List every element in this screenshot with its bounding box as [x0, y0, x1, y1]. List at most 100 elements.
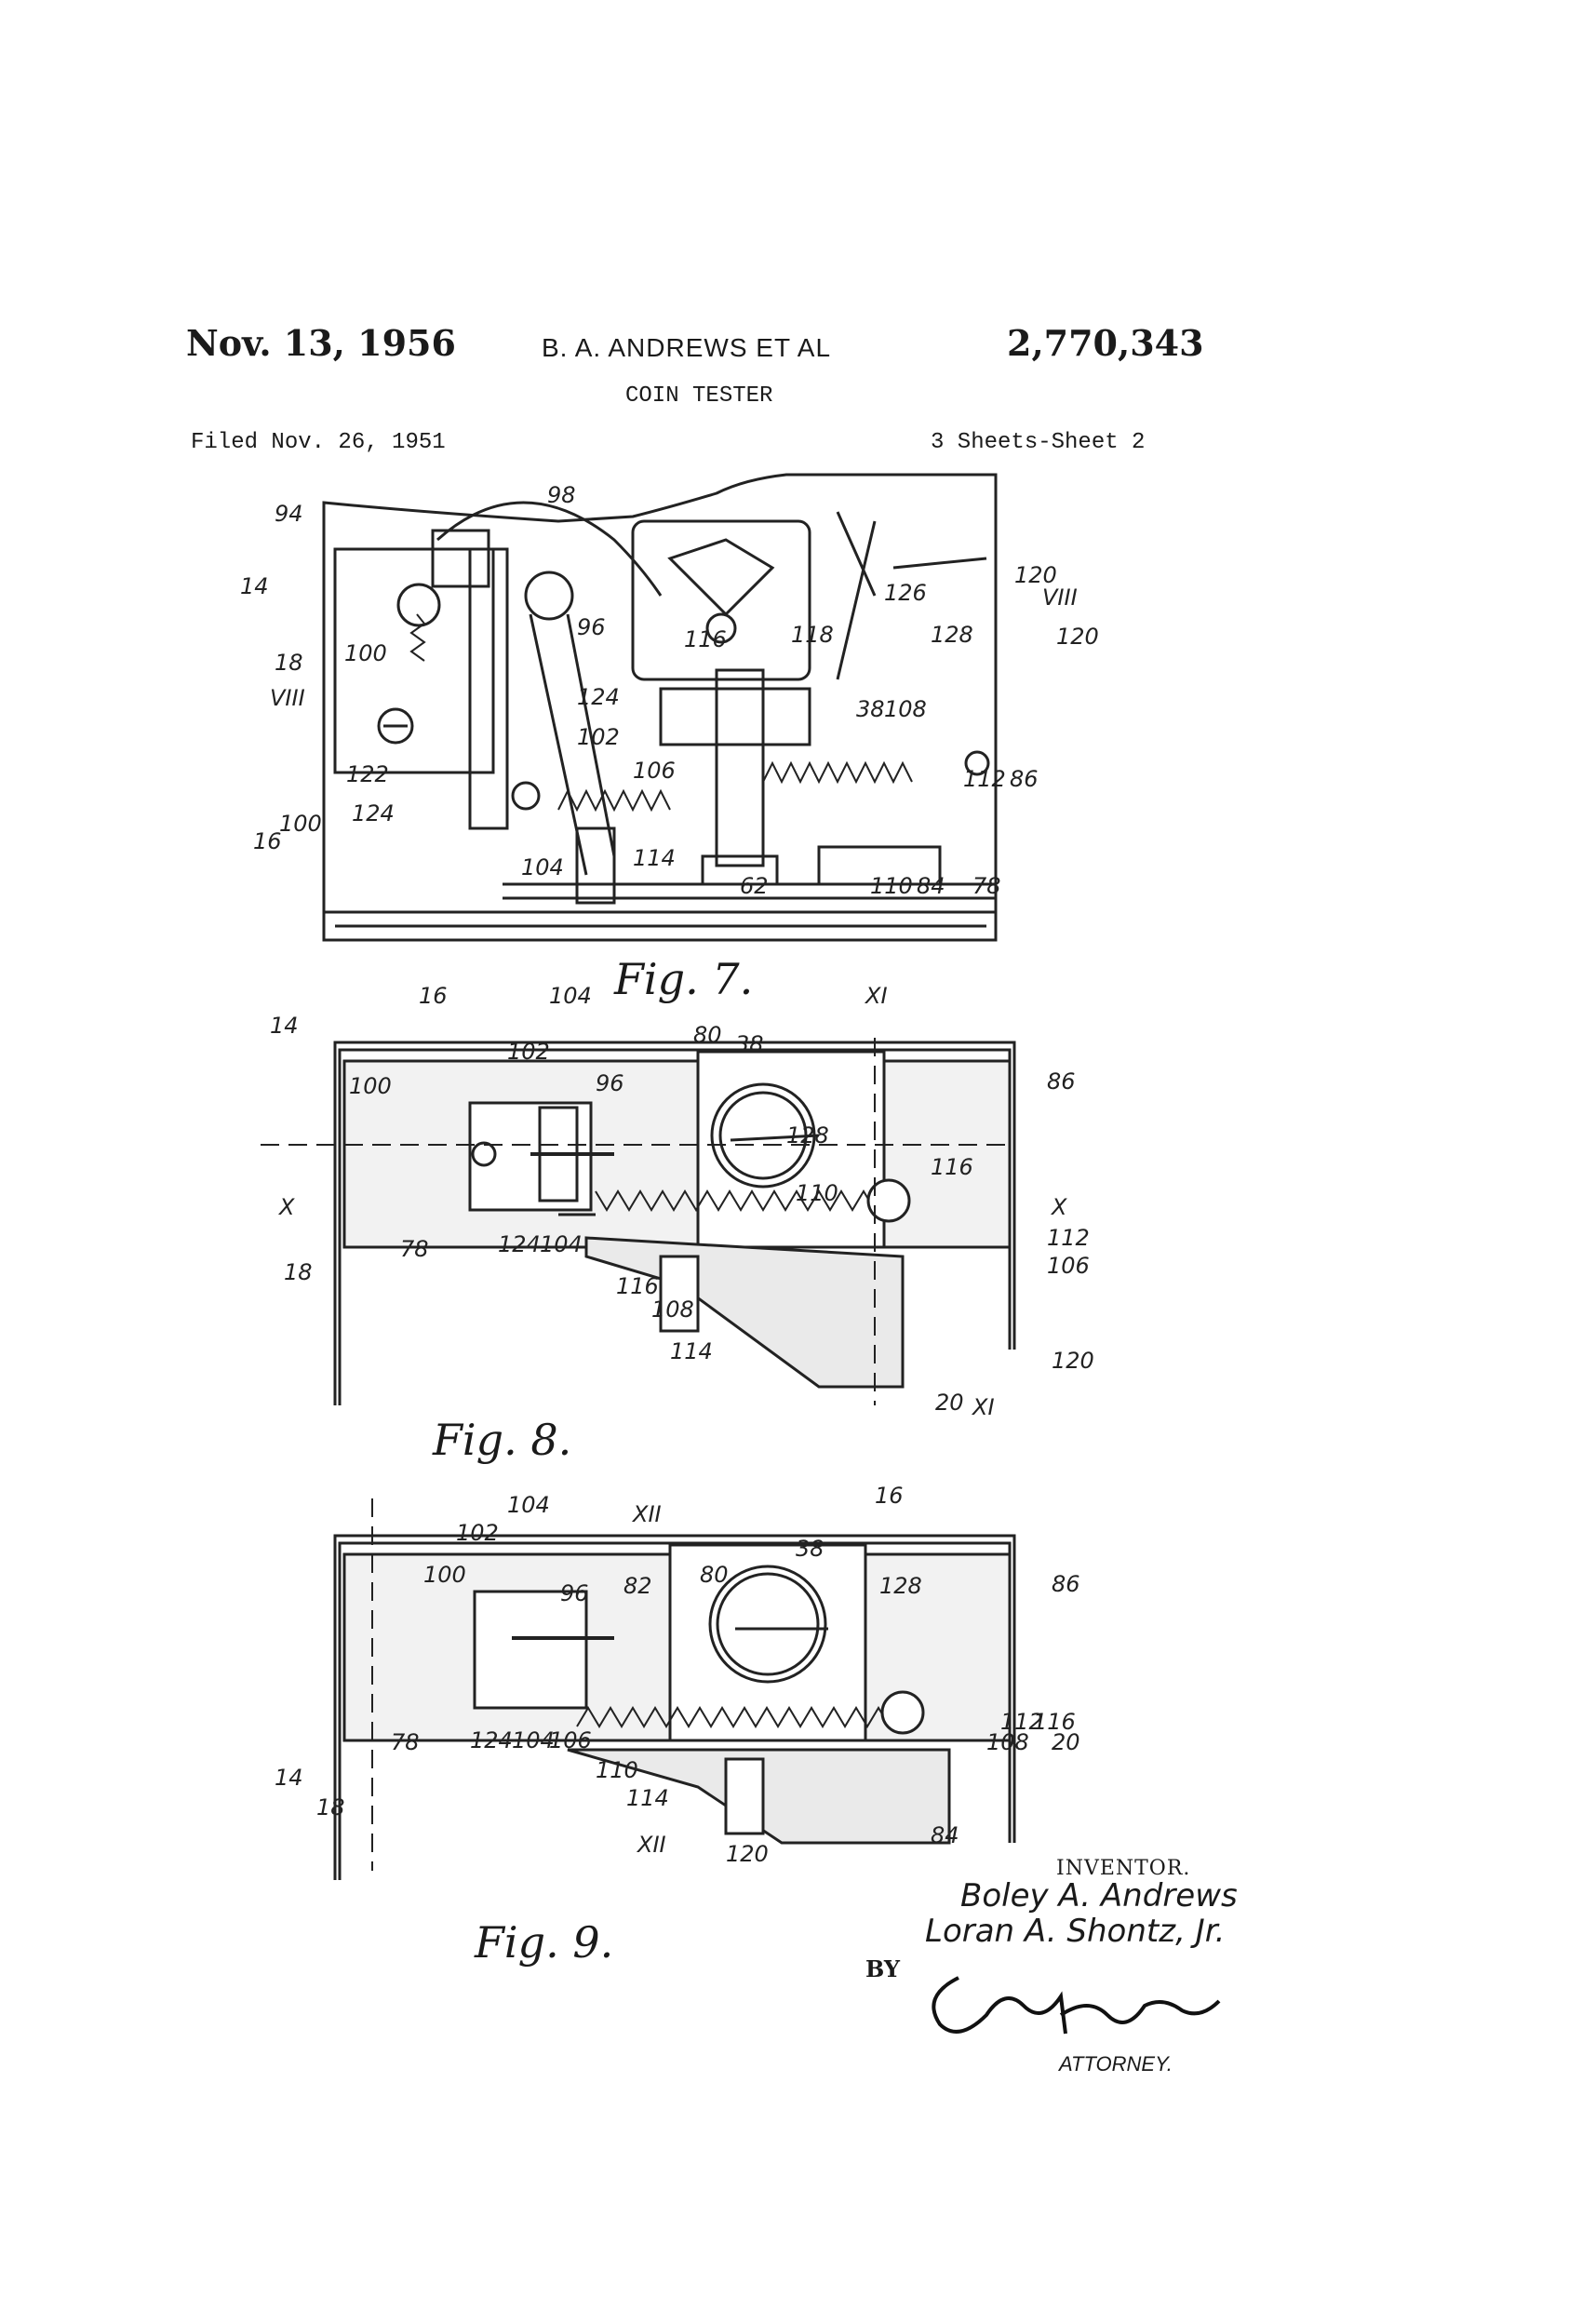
- fig9-ref-96: 96: [560, 1580, 589, 1606]
- fig7-ref-86: 86: [1010, 766, 1039, 792]
- fig8-ref-104: 104: [540, 1231, 583, 1257]
- fig7-ref-16: 16: [253, 828, 282, 854]
- inventor-name-1: Boley A. Andrews: [960, 1877, 1238, 1914]
- fig9-ref-108: 108: [986, 1729, 1029, 1755]
- patent-title: COIN TESTER: [625, 383, 773, 409]
- patent-number: 2,770,343: [1007, 322, 1204, 364]
- fig8-ref-XI: XI: [864, 983, 888, 1009]
- fig9-ref-104: 104: [507, 1492, 550, 1518]
- fig8-ref-20: 20: [935, 1390, 964, 1416]
- fig7-ref-18: 18: [275, 650, 303, 676]
- fig8-ref-104: 104: [549, 983, 592, 1009]
- fig8-ref-38: 38: [735, 1031, 764, 1057]
- fig9-ref-XII: XII: [631, 1501, 662, 1527]
- fig7-ref-VIII: VIII: [1042, 584, 1078, 611]
- fig8-ref-78: 78: [400, 1236, 429, 1262]
- fig7-ref-128: 128: [931, 622, 973, 648]
- fig7-ref-108: 108: [884, 696, 927, 722]
- fig8-ref-86: 86: [1047, 1068, 1076, 1095]
- patent-date: Nov. 13, 1956: [186, 322, 456, 364]
- fig8-ref-116: 116: [931, 1154, 973, 1180]
- fig7-ref-100: 100: [344, 640, 387, 666]
- fig8-ref-XI: XI: [971, 1394, 995, 1420]
- fig7-ref-VIII: VIII: [270, 685, 305, 711]
- fig7-ref-118: 118: [791, 622, 834, 648]
- fig9-ref-20: 20: [1052, 1729, 1080, 1755]
- fig7-ref-84: 84: [917, 873, 945, 899]
- fig7-ref-114: 114: [633, 845, 676, 871]
- fig8-ref-116: 116: [616, 1273, 659, 1299]
- fig8-ref-18: 18: [284, 1259, 313, 1285]
- figure-9-label: Fig. 9.: [475, 1917, 614, 1968]
- fig9-ref-86: 86: [1052, 1571, 1080, 1597]
- signature-text: Geo. Haney: [931, 2048, 936, 2049]
- fig9-ref-100: 100: [423, 1562, 466, 1588]
- fig9-ref-16: 16: [875, 1483, 904, 1509]
- fig7-ref-120: 120: [1014, 562, 1057, 588]
- figure-8-drawing: [261, 1038, 1016, 1405]
- fig8-ref-80: 80: [693, 1022, 722, 1048]
- figure-8-label: Fig. 8.: [433, 1415, 572, 1465]
- fig7-ref-78: 78: [972, 873, 1001, 899]
- fig8-ref-128: 128: [786, 1122, 829, 1149]
- fig8-ref-112: 112: [1047, 1225, 1090, 1251]
- fig8-ref-14: 14: [270, 1013, 299, 1039]
- fig9-ref-116: 116: [1033, 1709, 1076, 1735]
- by-label: BY: [865, 1955, 900, 1982]
- fig9-ref-120: 120: [726, 1841, 769, 1867]
- fig7-ref-124: 124: [577, 684, 620, 710]
- fig9-ref-128: 128: [879, 1573, 922, 1599]
- fig9-ref-78: 78: [391, 1729, 420, 1755]
- fig7-ref-100: 100: [279, 811, 322, 837]
- attorney-signature: Geo. Haney: [931, 1976, 1221, 2049]
- inventor-name-2: Loran A. Shontz, Jr.: [925, 1913, 1226, 1950]
- fig9-ref-104: 104: [512, 1727, 555, 1753]
- fig7-ref-98: 98: [547, 482, 576, 508]
- fig7-ref-112: 112: [963, 766, 1006, 792]
- inventors-header: B. A. ANDREWS ET AL: [542, 333, 832, 362]
- figure-7-drawing: [322, 473, 998, 942]
- fig9-ref-82: 82: [623, 1573, 652, 1599]
- sheet-count: 3 Sheets-Sheet 2: [931, 430, 1146, 455]
- fig7-ref-104: 104: [521, 854, 564, 880]
- fig9-ref-38: 38: [796, 1536, 825, 1562]
- attorney-label: ATTORNEY.: [1059, 2052, 1173, 2075]
- fig7-ref-14: 14: [240, 573, 269, 599]
- fig8-ref-120: 120: [1052, 1348, 1094, 1374]
- fig9-ref-124: 124: [470, 1727, 513, 1753]
- fig8-ref-110: 110: [796, 1180, 838, 1206]
- figure-9-drawing: [333, 1498, 1016, 1880]
- fig8-ref-108: 108: [651, 1296, 694, 1323]
- fig7-ref-96: 96: [577, 614, 606, 640]
- fig8-ref-100: 100: [349, 1073, 392, 1099]
- fig9-ref-80: 80: [700, 1562, 729, 1588]
- fig9-ref-102: 102: [456, 1520, 499, 1546]
- fig8-ref-96: 96: [596, 1070, 624, 1096]
- fig7-ref-106: 106: [633, 758, 676, 784]
- fig8-ref-124: 124: [498, 1231, 541, 1257]
- fig7-ref-94: 94: [275, 501, 303, 527]
- fig8-ref-106: 106: [1047, 1253, 1090, 1279]
- filed-date: Filed Nov. 26, 1951: [191, 430, 446, 455]
- fig7-ref-122: 122: [346, 761, 389, 787]
- fig9-ref-106: 106: [549, 1727, 592, 1753]
- fig8-ref-16: 16: [419, 983, 448, 1009]
- fig7-ref-120: 120: [1056, 624, 1099, 650]
- fig7-ref-62: 62: [740, 873, 769, 899]
- fig8-ref-X: X: [1050, 1194, 1067, 1220]
- fig9-ref-110: 110: [596, 1757, 638, 1783]
- fig9-ref-112: 112: [1000, 1709, 1043, 1735]
- fig9-ref-114: 114: [626, 1785, 669, 1811]
- inventor-label: INVENTOR.: [1056, 1857, 1191, 1880]
- fig8-ref-102: 102: [507, 1039, 550, 1065]
- fig7-ref-102: 102: [577, 724, 620, 750]
- fig8-ref-114: 114: [670, 1338, 713, 1364]
- fig7-ref-110: 110: [870, 873, 913, 899]
- fig7-ref-126: 126: [884, 580, 927, 606]
- fig7-ref-124: 124: [352, 800, 395, 826]
- fig9-ref-14: 14: [275, 1765, 303, 1791]
- fig9-ref-84: 84: [931, 1822, 959, 1848]
- figure-7-label: Fig. 7.: [614, 954, 754, 1004]
- fig7-ref-38: 38: [856, 696, 885, 722]
